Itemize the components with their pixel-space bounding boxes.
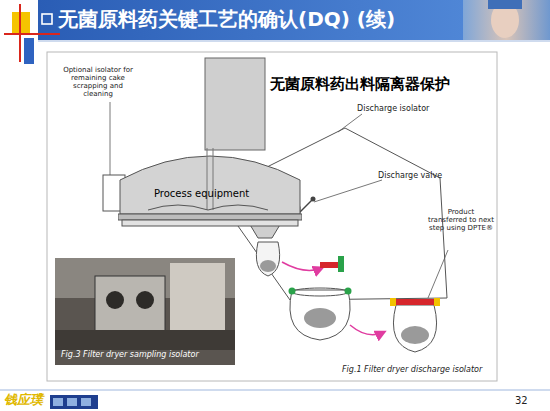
node-label: Process equipment [154, 188, 249, 200]
bag-powder [304, 308, 336, 328]
author-name: 钱应璞 [4, 393, 43, 408]
valve-knob [311, 197, 316, 202]
callout-label: Product transferred to next step using D… [428, 208, 494, 232]
photo-panel: Fig.3 Filter dryer sampling isolator [55, 258, 235, 365]
callout-label: Optional isolator for remaining cake scr… [62, 66, 134, 98]
clamp-green [338, 256, 344, 272]
process-vessel: Process equipment [118, 140, 302, 228]
figure-heading: 无菌原料药出料隔离器保护 [270, 76, 450, 93]
bag-rim [292, 288, 348, 296]
figure-frame [47, 52, 497, 381]
page-number: 32 [515, 395, 528, 407]
callout-label: Discharge isolator [357, 104, 429, 113]
vessel-divider [213, 148, 214, 210]
photo-glove-port [136, 291, 154, 309]
dpte-latch [390, 298, 396, 306]
photo-glove-port [106, 291, 124, 309]
footer-logo-mark [81, 398, 91, 406]
product-bag [256, 242, 279, 276]
bag-clip [345, 288, 352, 295]
footer-logo-mark [67, 398, 77, 406]
transfer-arrow [282, 262, 322, 270]
footer-rule [0, 390, 550, 391]
header-photo [463, 0, 550, 40]
leader-line [428, 250, 448, 298]
filter-plate [118, 214, 302, 220]
footer-logo-mark [53, 398, 63, 406]
bag-powder [260, 260, 276, 272]
slide-title: 无菌原料药关键工艺的确认(DQ) (续) [58, 8, 395, 31]
vessel-base [122, 220, 298, 226]
footer-logo [50, 395, 98, 409]
node-shape [55, 258, 235, 365]
header-rule [38, 41, 550, 42]
node-label: Fig.3 Filter dryer sampling isolator [61, 350, 199, 359]
node-shape [118, 140, 302, 228]
vessel-divider [207, 148, 208, 210]
dpte-latch [434, 298, 440, 306]
photo-isolator [95, 276, 165, 331]
valve-handle [300, 200, 312, 212]
title-bullet [42, 14, 52, 24]
agitator-blade [148, 205, 268, 210]
deco-blue [24, 38, 34, 64]
leader-line [314, 180, 382, 202]
leader-line [338, 114, 362, 132]
header-photo-cap [488, 0, 522, 9]
callout-label: Discharge valve [378, 171, 442, 180]
title-band [38, 0, 463, 40]
photo-bg [55, 258, 235, 365]
dpte-lid [393, 299, 437, 305]
bag-powder [401, 326, 429, 344]
dpte-bag [393, 305, 436, 352]
vessel-body [120, 156, 300, 214]
vessel-column [205, 58, 265, 150]
photo-floor [55, 330, 235, 350]
deco-red-h [4, 33, 60, 35]
bag-clip [289, 288, 296, 295]
photo-vessel [170, 263, 225, 333]
transfer-arrow [350, 325, 384, 335]
leader-line [110, 102, 111, 175]
figure-caption: Fig.1 Filter dryer discharge isolator [342, 365, 482, 374]
sealed-bag [290, 290, 350, 340]
